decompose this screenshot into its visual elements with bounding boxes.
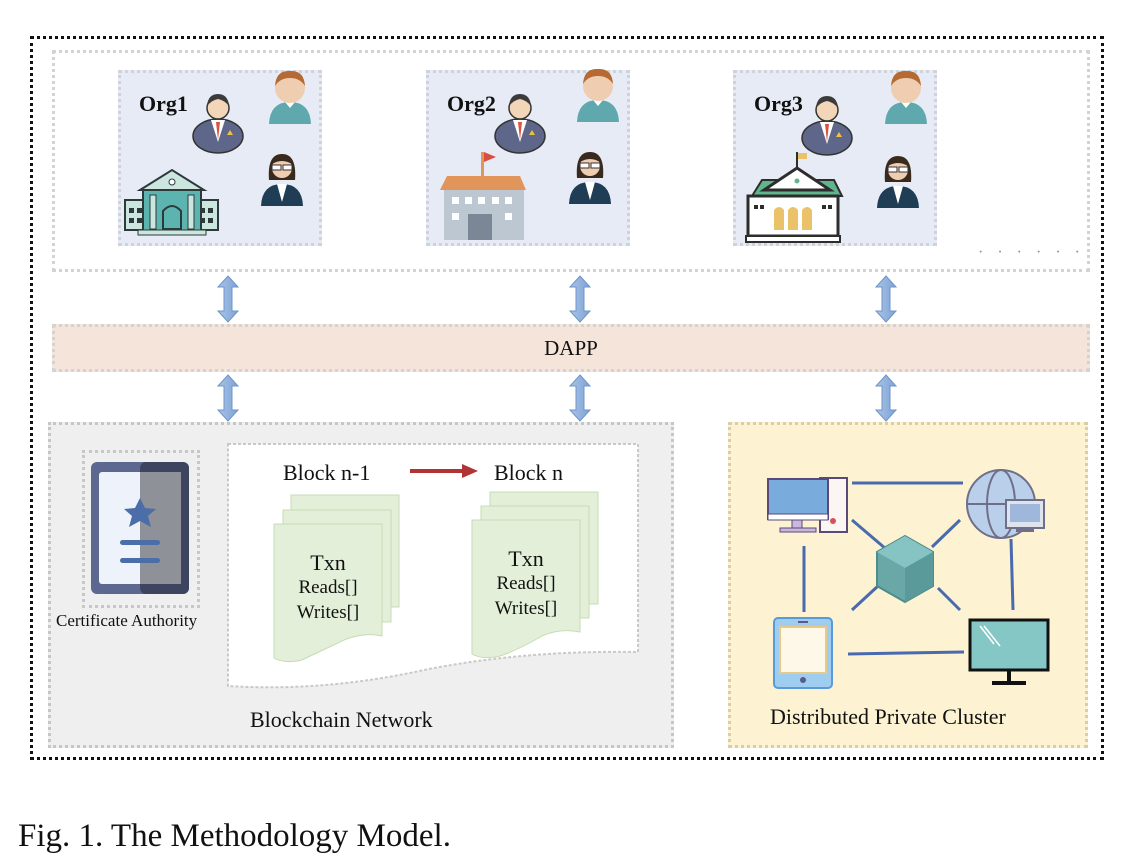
woman-icon (876, 155, 920, 209)
org-title: Org3 (754, 91, 803, 116)
txn-writes: Writes[] (296, 602, 360, 623)
desktop-computer-icon (767, 477, 848, 533)
txn-reads: Reads[] (496, 573, 556, 594)
woman-icon (260, 153, 304, 207)
cluster-diagram (767, 469, 1050, 689)
manager-icon (494, 93, 546, 154)
cluster-label: Distributed Private Cluster (770, 704, 1006, 729)
user-icon (269, 70, 311, 124)
txn-title: Txn (310, 550, 346, 575)
figure-caption: Fig. 1. The Methodology Model. (18, 818, 451, 854)
bank-building-icon (124, 168, 219, 236)
network-links (802, 481, 1015, 656)
globe-computer-icon (966, 469, 1045, 539)
txn-writes: Writes[] (494, 598, 558, 619)
block-title: Block n-1 (283, 460, 371, 485)
txn-stack (471, 491, 599, 659)
org-title: Org1 (139, 91, 188, 116)
blockchain-network-label: Blockchain Network (250, 707, 433, 732)
blockchain-cube-icon (876, 534, 934, 604)
certificate-authority-label: Certificate Authority (56, 611, 198, 630)
txn-reads: Reads[] (298, 577, 358, 598)
outer-frame (30, 36, 1104, 760)
certificate-icon (91, 462, 189, 594)
more-organizations-indicator: · · · · · · (978, 244, 1085, 261)
school-building-icon (440, 152, 526, 240)
government-building-icon (745, 152, 844, 243)
user-icon (577, 68, 619, 122)
woman-icon (568, 151, 612, 205)
dapp-label: DAPP (544, 335, 598, 360)
org-title: Org2 (447, 91, 496, 116)
certificate-authority-frame (82, 450, 200, 608)
manager-icon (801, 95, 853, 156)
monitor-icon (968, 618, 1050, 685)
manager-icon (192, 93, 244, 154)
tablet-icon (773, 617, 833, 689)
ledger-area (227, 443, 639, 689)
txn-stack (273, 494, 400, 663)
block-title: Block n (494, 460, 564, 485)
user-icon (885, 70, 927, 124)
txn-card: Txn Reads[] Writes[] (274, 550, 382, 625)
txn-title: Txn (508, 546, 544, 571)
txn-card: Txn Reads[] Writes[] (472, 546, 580, 621)
dapp-layer: DAPP (52, 324, 1090, 372)
